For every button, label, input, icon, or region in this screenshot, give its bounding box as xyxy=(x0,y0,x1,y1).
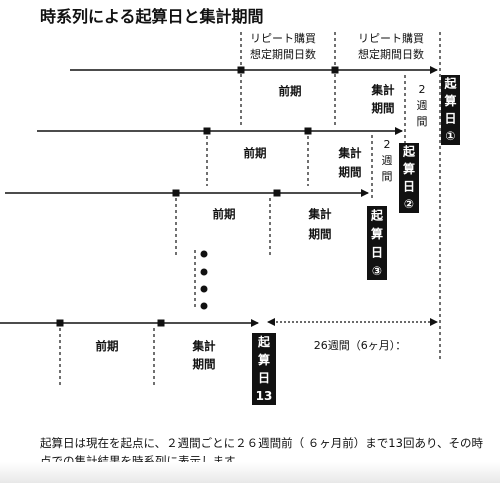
timeline-node xyxy=(331,66,339,74)
timeline-node xyxy=(157,319,165,327)
base-date-1-char: 起 xyxy=(443,76,457,91)
timeline-diagram: リピート購買想定期間日数リピート購買想定期間日数前期集計期間2週間起算日①前期集… xyxy=(0,31,460,405)
label-2-weeks: 間 xyxy=(382,170,393,183)
base-date-3 xyxy=(367,206,387,280)
base-date-3-char: 起 xyxy=(370,207,384,222)
base-date-3-char: 日 xyxy=(371,245,383,259)
label-2-weeks: 2 xyxy=(384,138,391,151)
label-kikan: 期間 xyxy=(372,101,395,115)
header-repeat-left: リピート購買 xyxy=(250,31,316,45)
label-26-weeks: 26週間（6ヶ月）： xyxy=(314,339,407,352)
base-date-2-char: 日 xyxy=(403,180,415,194)
label-zenki: 前期 xyxy=(213,207,236,221)
label-2-weeks: 週 xyxy=(417,99,428,112)
label-shukei: 集計 xyxy=(308,207,332,221)
bottom-fade xyxy=(0,462,500,483)
ellipsis-dot xyxy=(200,285,208,293)
base-date-3-char: ③ xyxy=(372,264,382,278)
label-kikan: 期間 xyxy=(309,227,332,241)
label-shukei: 集計 xyxy=(192,339,216,353)
timeline-node xyxy=(56,319,64,327)
ellipsis-dot xyxy=(200,268,208,276)
base-date-13-char: 13 xyxy=(256,389,273,403)
header-repeat-right: リピート購買 xyxy=(358,31,424,45)
label-2-weeks: 週 xyxy=(382,154,393,167)
base-date-1-char: 算 xyxy=(444,93,456,108)
label-kikan: 期間 xyxy=(193,357,216,371)
base-date-1 xyxy=(441,75,460,145)
header-assumed-left: 想定期間日数 xyxy=(250,47,316,61)
base-date-2-char: ② xyxy=(404,197,414,211)
base-date-13-char: 算 xyxy=(258,352,270,367)
timeline-node xyxy=(273,189,281,197)
ellipsis-dot xyxy=(200,250,208,258)
base-date-1-char: ① xyxy=(445,129,455,143)
base-date-2 xyxy=(399,143,419,213)
header-assumed-right: 想定期間日数 xyxy=(358,47,424,61)
base-date-2-char: 算 xyxy=(403,161,415,176)
label-2-weeks: 間 xyxy=(417,115,428,128)
label-shukei: 集計 xyxy=(371,83,395,97)
label-kikan: 期間 xyxy=(339,165,362,179)
base-date-2-char: 起 xyxy=(402,144,416,159)
label-zenki: 前期 xyxy=(244,146,267,160)
base-date-3-char: 算 xyxy=(371,226,383,241)
label-zenki: 前期 xyxy=(279,84,302,98)
timeline-node xyxy=(172,189,180,197)
ellipsis-dot xyxy=(200,302,208,310)
base-date-13-char: 起 xyxy=(257,334,271,349)
base-date-13 xyxy=(252,333,276,405)
label-2-weeks: 2 xyxy=(419,83,426,96)
timeline-node xyxy=(304,127,312,135)
label-zenki: 前期 xyxy=(96,339,119,353)
base-date-13-char: 日 xyxy=(258,371,270,385)
timeline-node xyxy=(203,127,211,135)
label-shukei: 集計 xyxy=(338,146,362,160)
base-date-1-char: 日 xyxy=(444,112,456,126)
page-title: 時系列による起算日と集計期間 xyxy=(40,7,264,26)
timeline-node xyxy=(237,66,245,74)
